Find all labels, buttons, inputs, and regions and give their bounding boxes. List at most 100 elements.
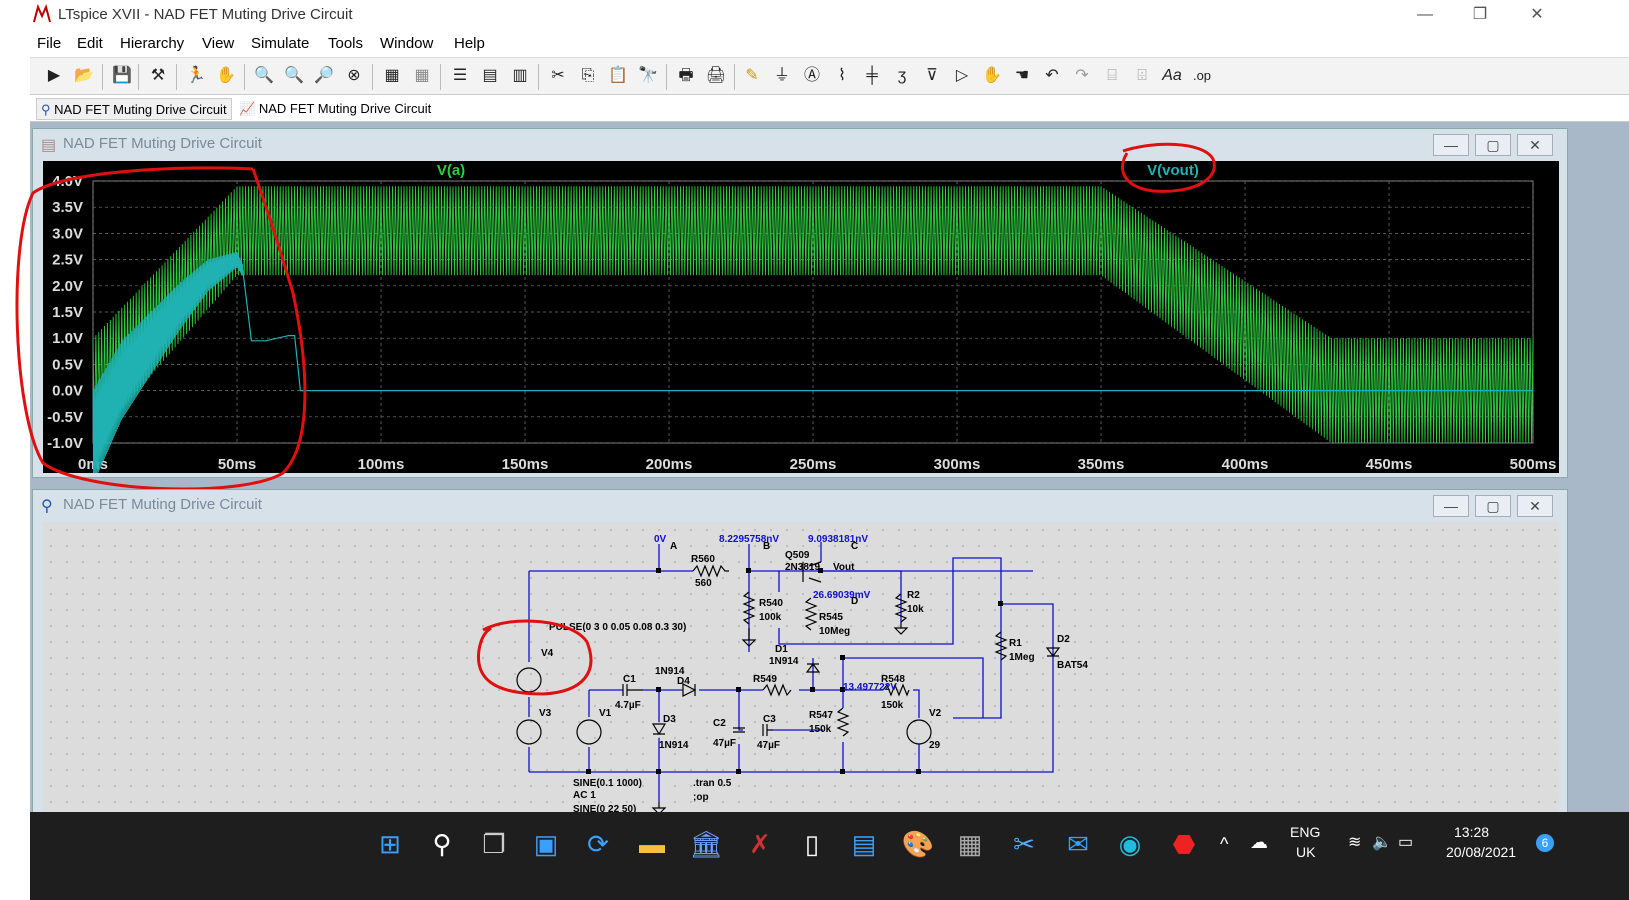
paint-icon[interactable]: 🎨 (901, 829, 935, 859)
pan-hand-icon[interactable]: ✋ (216, 67, 236, 84)
schematic-canvas[interactable]: 0V 8.2295758nV 9.0938181nV 26.69039mV 13… (43, 522, 1559, 814)
find-icon[interactable]: 🔭 (638, 67, 658, 84)
mirror-icon[interactable]: ⌹ (1137, 67, 1147, 84)
autorange-icon[interactable]: ▦ (384, 67, 400, 84)
menu-help[interactable]: Help (454, 35, 485, 52)
schematic-window[interactable]: ⚲ NAD FET Muting Drive Circuit — ▢ ✕ (32, 489, 1568, 819)
waveform-window[interactable]: ▤ NAD FET Muting Drive Circuit — ▢ ✕ 0ms… (15, 128, 1568, 491)
svg-text:Q509: Q509 (785, 550, 810, 561)
search-icon[interactable]: ⚲ (432, 829, 452, 859)
ground-icon[interactable]: ⏚ (773, 67, 790, 84)
notepad-icon[interactable]: ▤ (851, 829, 877, 859)
schematic-close-button[interactable]: ✕ (1517, 495, 1553, 517)
widgets-icon[interactable]: ▣ (533, 829, 559, 859)
menu-file[interactable]: File (37, 35, 62, 52)
clock-time[interactable]: 13:28 (1454, 824, 1490, 840)
paste-icon[interactable]: 📋 (608, 67, 628, 84)
y-tick-label: 1.0V (52, 330, 83, 347)
waveform-close-button[interactable]: ✕ (1517, 134, 1553, 156)
snipping-tool-icon[interactable]: ✂ (1013, 829, 1035, 859)
voltage-annotations: 0V 8.2295758nV 9.0938181nV 26.69039mV 13… (654, 534, 897, 693)
acrobat-icon[interactable]: ⬣ (1172, 829, 1196, 859)
save-icon[interactable]: 💾 (112, 67, 132, 84)
battery-icon[interactable]: ▭ (1398, 834, 1414, 851)
calculator-icon[interactable]: ▦ (957, 829, 983, 859)
grid-icon[interactable]: ▦ (414, 67, 430, 84)
menu-view[interactable]: View (202, 35, 235, 52)
clock-date[interactable]: 20/08/2021 (1446, 844, 1517, 860)
waveform-minimize-button[interactable]: — (1433, 134, 1469, 156)
language-top[interactable]: ENG (1290, 824, 1321, 840)
notification-badge[interactable]: 6 (1536, 834, 1554, 852)
move-hand-icon[interactable]: ✋ (982, 67, 1002, 84)
edge-browser-icon[interactable]: ◉ (1118, 829, 1142, 859)
wifi-icon[interactable]: ≋ (1348, 834, 1362, 851)
inductor-icon[interactable]: ʒ (897, 67, 907, 84)
minimize-button[interactable]: — (1417, 6, 1433, 23)
menu-tools[interactable]: Tools (328, 35, 364, 52)
redo-icon[interactable]: ↷ (1075, 67, 1089, 84)
label-net-icon[interactable]: Ⓐ (803, 67, 820, 84)
menu-simulate[interactable]: Simulate (251, 35, 310, 52)
spice-directive-icon[interactable]: .op (1192, 68, 1212, 83)
control-panel-icon[interactable]: ⚒ (150, 67, 166, 84)
windows-start-icon[interactable]: ⊞ (379, 829, 401, 859)
schematic-svg[interactable]: 0V 8.2295758nV 9.0938181nV 26.69039mV 13… (43, 522, 1559, 814)
print-setup-icon[interactable]: 🖨 (705, 67, 727, 84)
schematic-icon: ⚲ (41, 102, 51, 117)
file-explorer-icon[interactable]: ▬ (639, 829, 665, 859)
run-icon[interactable]: ▶ (47, 67, 61, 84)
volume-icon[interactable]: 🔈 (1372, 834, 1392, 851)
text-icon[interactable]: Aa (1162, 67, 1182, 84)
resistor-icon[interactable]: ⌇ (838, 67, 846, 84)
component-icon[interactable]: ▷ (955, 67, 969, 84)
x-tick-label: 300ms (934, 456, 981, 473)
print-icon[interactable]: 🖶 (678, 67, 694, 84)
sync-icon[interactable]: ⟳ (587, 829, 609, 859)
halt-icon[interactable]: 🏃 (186, 67, 206, 84)
schematic-maximize-button[interactable]: ▢ (1475, 495, 1511, 517)
menu-hierarchy[interactable]: Hierarchy (120, 35, 185, 52)
tab-waveform[interactable]: 📈 NAD FET Muting Drive Circuit (239, 101, 432, 116)
svg-text:AC 1: AC 1 (573, 790, 596, 801)
svg-text:C1: C1 (623, 674, 636, 685)
menu-window[interactable]: Window (380, 35, 434, 52)
y-tick-label: 2.5V (52, 252, 83, 269)
capacitor-icon[interactable]: ╪ (866, 67, 878, 84)
cut-icon[interactable]: ✂ (551, 67, 565, 84)
waveform-maximize-button[interactable]: ▢ (1475, 134, 1511, 156)
svg-text:1N914: 1N914 (655, 666, 685, 677)
zoom-out-icon[interactable]: 🔎 (314, 67, 334, 84)
undo-icon[interactable]: ↶ (1045, 67, 1059, 84)
tile-horizontal-icon[interactable]: ☰ (452, 67, 468, 84)
mail-icon[interactable]: ✉ (1067, 829, 1089, 859)
ltspice-taskbar-icon[interactable]: ✗ (749, 829, 771, 859)
zoom-fit-icon[interactable]: ⊗ (347, 67, 361, 84)
language-bottom[interactable]: UK (1296, 844, 1316, 860)
svg-text:C3: C3 (763, 714, 776, 725)
open-folder-icon[interactable]: 📂 (74, 67, 94, 84)
chevron-up-icon[interactable]: ^ (1220, 834, 1229, 854)
bank-icon[interactable]: 🏛 (689, 829, 723, 859)
zoom-pan-icon[interactable]: 🔍 (284, 67, 304, 84)
copy-icon[interactable]: ⎘ (581, 67, 595, 84)
tab-schematic[interactable]: ⚲ NAD FET Muting Drive Circuit (36, 98, 232, 120)
cascade-icon[interactable]: ▥ (512, 67, 528, 84)
tile-vertical-icon[interactable]: ▤ (482, 67, 498, 84)
menu-edit[interactable]: Edit (77, 35, 103, 52)
drag-hand-icon[interactable]: ☚ (1014, 67, 1030, 84)
task-view-icon[interactable]: ❐ (482, 829, 506, 859)
rotate-icon[interactable]: ⌸ (1107, 67, 1117, 84)
component-labels: A B C R560 560 Q509 2N3819 Vout D R540 1… (539, 541, 1088, 814)
schematic-minimize-button[interactable]: — (1433, 495, 1469, 517)
node-d-voltage: 26.69039mV (813, 590, 871, 601)
restore-button[interactable]: ❐ (1472, 6, 1488, 23)
cloud-icon[interactable]: ☁ (1250, 832, 1268, 852)
document-icon[interactable]: ▯ (804, 829, 820, 859)
draw-wire-icon[interactable]: ✎ (745, 67, 759, 84)
diode-icon[interactable]: ⊽ (926, 67, 938, 84)
zoom-in-icon[interactable]: 🔍 (254, 67, 274, 84)
close-button[interactable]: ✕ (1530, 6, 1544, 23)
